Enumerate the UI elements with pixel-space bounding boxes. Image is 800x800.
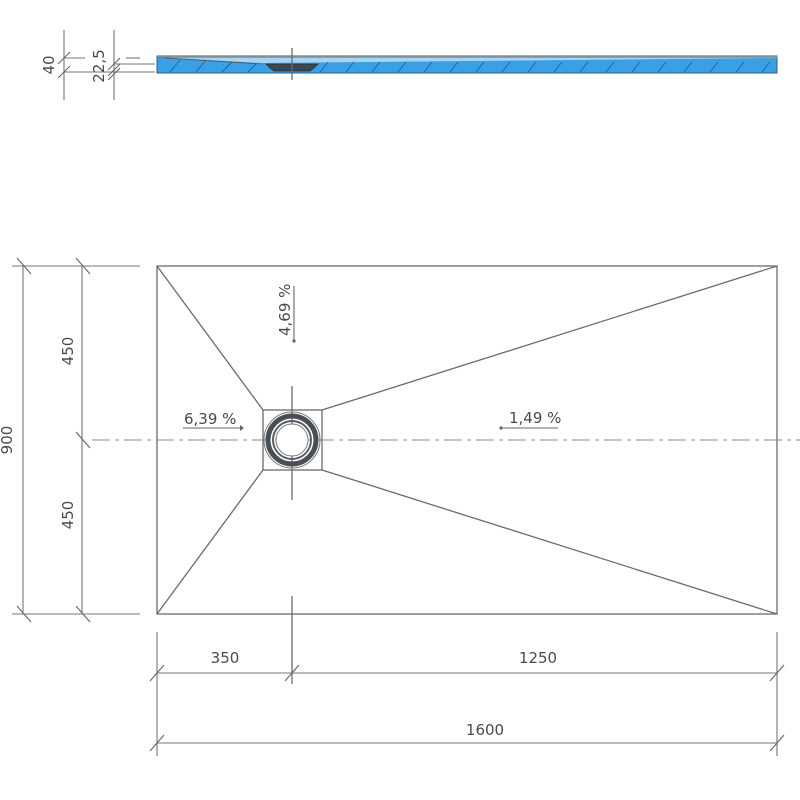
width-dimensions: 350 1250 1600 [149,632,785,756]
depth-upper-label: 450 [59,337,77,366]
svg-text:4,69 %: 4,69 % [276,284,294,336]
section-view: 40 22,5 [40,30,778,100]
width-total-label: 1600 [466,721,504,739]
slope-top-label: 4,69 % [276,284,296,343]
svg-text:6,39 %: 6,39 % [184,410,236,428]
depth-lower-label: 450 [59,501,77,530]
drain-to-right-label: 1250 [519,649,557,667]
plan-view: 6,39 % 4,69 % 1,49 % 900 450 [0,257,800,756]
depth-total-label: 900 [0,426,16,455]
section-hatch [169,59,771,73]
svg-text:1,49 %: 1,49 % [509,409,561,427]
slope-right-label: 1,49 % [499,409,561,430]
slope-left-label: 6,39 % [183,410,244,431]
depth-dimensions: 900 450 450 [0,257,140,623]
section-dim-22-5: 22,5 [90,49,108,82]
round-drain-icon [262,409,323,471]
section-dim-40: 40 [40,55,58,74]
drain-offset-label: 350 [211,649,240,667]
